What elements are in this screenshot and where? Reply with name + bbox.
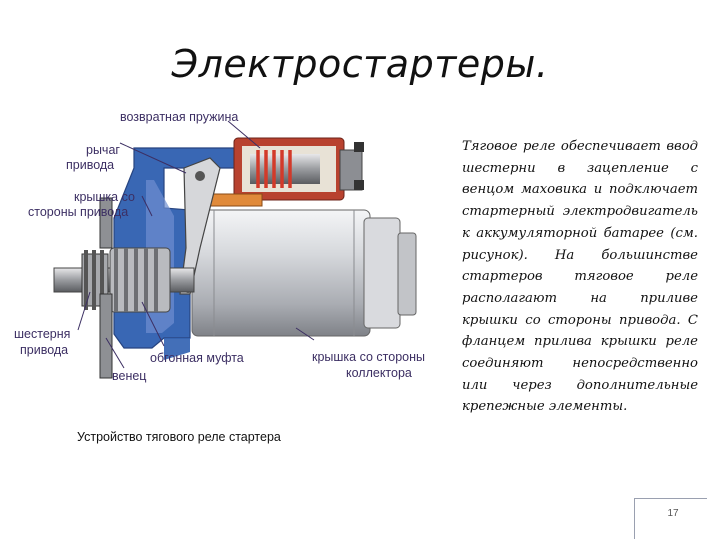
page-number: 17 <box>667 508 679 519</box>
label-drive-cover-line1: крышка со <box>74 190 135 204</box>
label-gear-line1: шестерня <box>14 327 71 341</box>
label-drive-lever-line2: привода <box>66 158 115 172</box>
label-gear-line2: привода <box>20 343 69 357</box>
pinion-shaft <box>53 197 195 379</box>
slide-title: Электростартеры. <box>171 42 549 86</box>
label-clutch: обгонная муфта <box>150 351 244 365</box>
traction-relay <box>209 137 364 207</box>
label-drive-lever-line1: рычаг <box>86 143 120 157</box>
label-collector-cover-line1: крышка со стороны <box>312 350 425 364</box>
label-return-spring: возвратная пружина <box>120 110 239 124</box>
motor-body <box>191 209 417 337</box>
label-collector-cover-line2: коллектора <box>346 366 412 380</box>
label-ring: венец <box>112 369 147 383</box>
description-paragraph: Тяговое реле обеспечивает ввод шестерни … <box>462 139 698 415</box>
starter-diagram <box>53 120 417 379</box>
figure-caption: Устройство тягового реле стартера <box>77 430 281 444</box>
page-frame-corner <box>634 498 707 539</box>
label-drive-cover-line2: стороны привода <box>28 205 129 219</box>
